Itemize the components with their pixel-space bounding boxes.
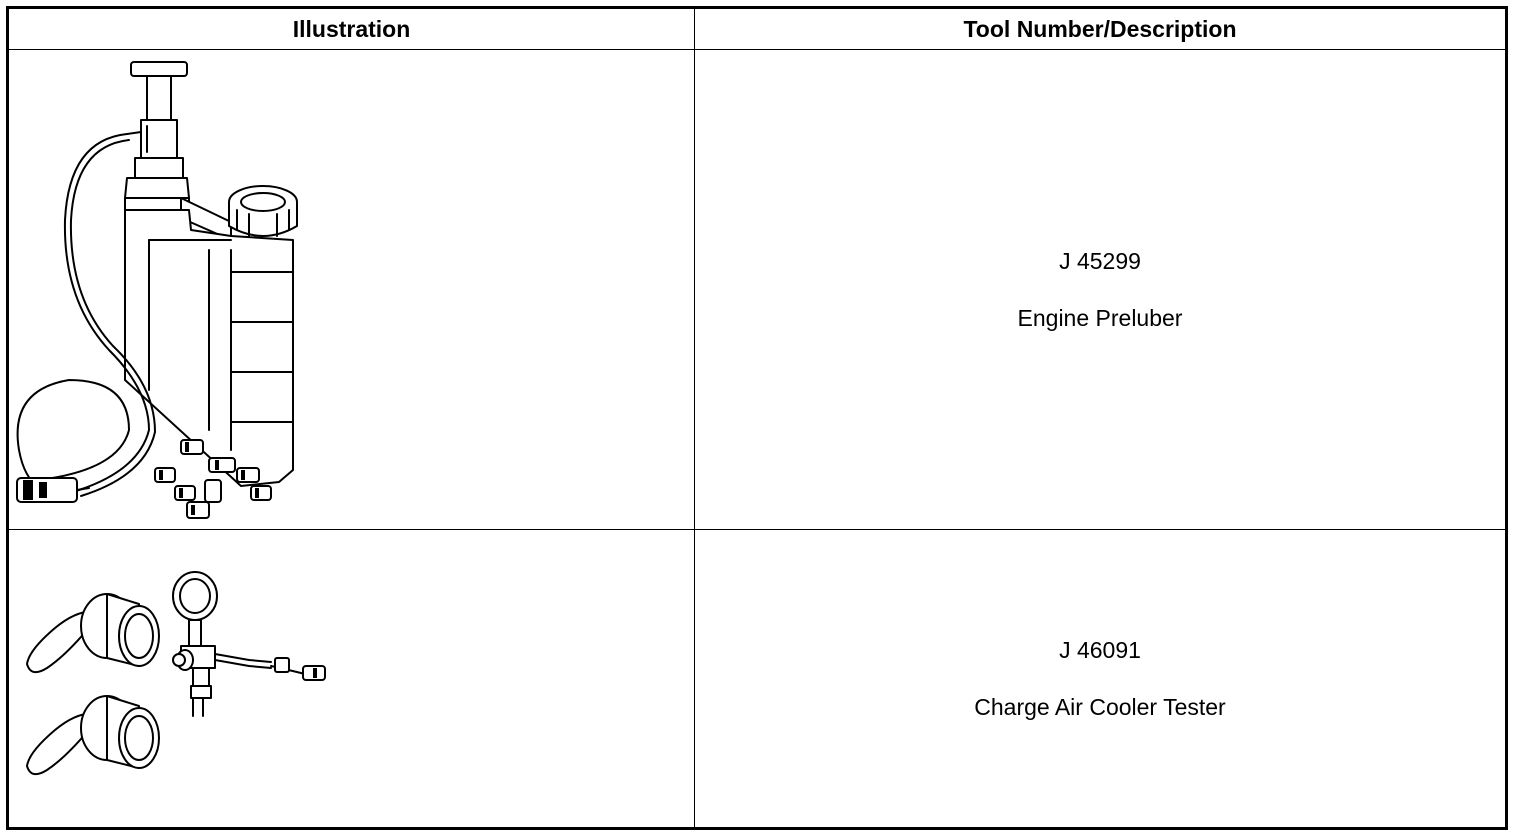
illustration-cell (7, 49, 695, 530)
illustration-cell (7, 529, 695, 829)
tool-description-cell: J 45299 Engine Preluber (694, 49, 1507, 530)
tool-name: Charge Air Cooler Tester (974, 693, 1226, 720)
tool-description-cell: J 46091 Charge Air Cooler Tester (694, 529, 1507, 829)
table-row: J 46091 Charge Air Cooler Tester (7, 529, 1507, 829)
illustration-header: Illustration (7, 7, 695, 50)
header-row: Illustration Tool Number/Description (7, 7, 1507, 50)
tool-name: Engine Preluber (1017, 304, 1183, 331)
tool-number: J 46091 (1059, 636, 1141, 663)
tool-header: Tool Number/Description (694, 7, 1507, 50)
table-row: J 45299 Engine Preluber (7, 49, 1507, 530)
charge-air-cooler-tester-illustration (26, 571, 326, 776)
tool-number: J 45299 (1059, 247, 1141, 274)
engine-preluber-illustration (16, 61, 298, 519)
tool-table: Illustration Tool Number/Description (6, 6, 1508, 830)
